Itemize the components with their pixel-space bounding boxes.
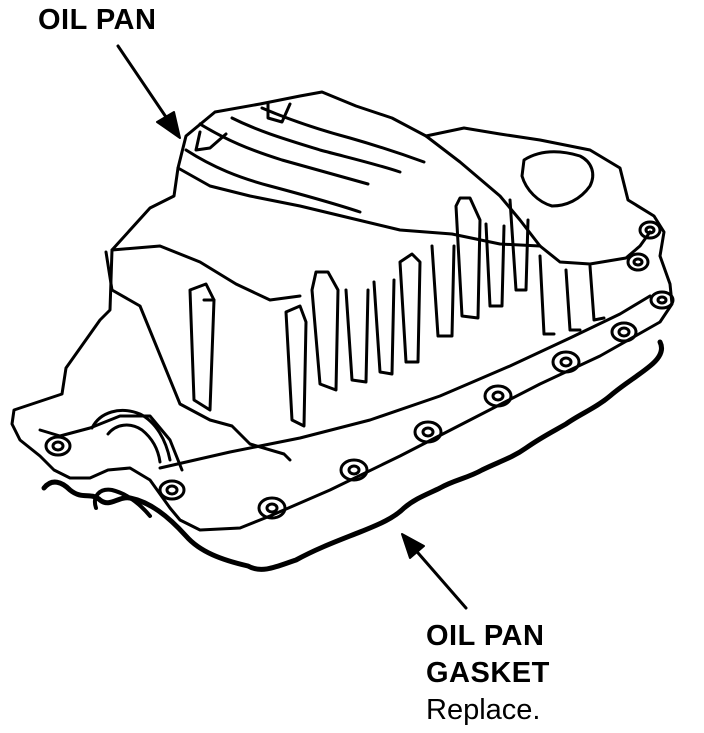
pan-right-boss xyxy=(520,150,595,208)
flange-bolt-holes xyxy=(44,220,675,520)
bolt-hole xyxy=(610,321,638,343)
gasket-label-line1: OIL PAN xyxy=(426,620,545,652)
pan-side-ribs xyxy=(188,196,606,428)
pan-crank-cutout-inner xyxy=(106,423,162,464)
oil-pan-label: OIL PAN xyxy=(38,4,157,36)
gasket-label-line2: GASKET xyxy=(426,657,550,689)
pan-right-step xyxy=(424,134,652,266)
pan-body-lower-edge xyxy=(158,294,652,470)
bolt-hole xyxy=(638,220,662,240)
gasket-leader xyxy=(401,533,468,610)
pan-top-rim xyxy=(176,166,542,248)
gasket-inner-cut xyxy=(93,487,152,518)
pan-left-wall xyxy=(104,250,292,462)
bolt-hole xyxy=(551,350,581,374)
pan-top-ribs xyxy=(184,102,426,214)
bolt-hole xyxy=(158,479,186,501)
bolt-hole xyxy=(44,435,72,457)
oil-pan-gasket xyxy=(41,339,665,572)
pan-top-left-edge xyxy=(110,244,302,302)
oil-pan-leader xyxy=(116,44,181,139)
bolt-hole xyxy=(483,384,513,408)
bolt-hole xyxy=(339,458,369,482)
bolt-hole xyxy=(626,252,650,272)
bolt-hole xyxy=(257,496,287,520)
pan-crank-cutout xyxy=(90,409,172,462)
bolt-hole xyxy=(413,420,443,444)
gasket-replace-note: Replace. xyxy=(426,694,541,726)
bolt-hole xyxy=(649,290,675,310)
